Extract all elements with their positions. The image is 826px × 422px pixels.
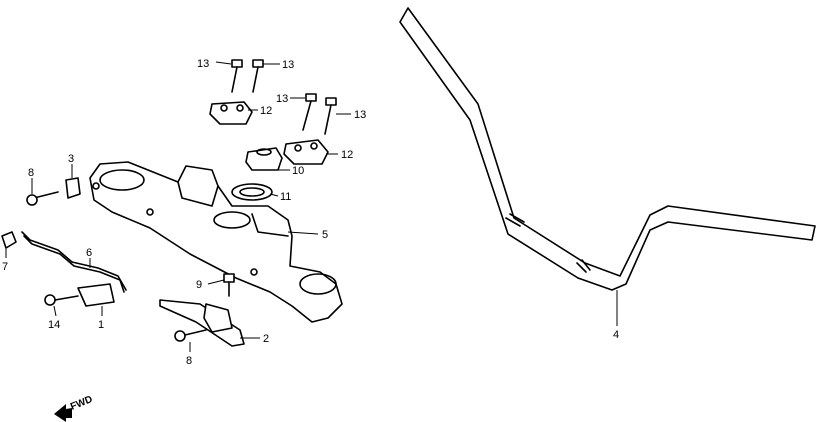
callout-3: 3: [68, 153, 74, 165]
top-bridge: [89, 161, 343, 323]
callout-labels: 13 13 12 13 13 12 10 11 5 8 3 7 6 9 14 1…: [2, 58, 619, 367]
bracket-1: [77, 283, 115, 307]
callout-13a: 13: [197, 58, 209, 70]
lower-holder: [245, 147, 283, 171]
callout-13b: 13: [282, 59, 294, 71]
callout-8b: 8: [186, 355, 192, 367]
callout-13c: 13: [276, 93, 288, 105]
handlebar: [399, 7, 816, 291]
clip-3: [65, 177, 81, 199]
callout-5: 5: [322, 229, 328, 241]
callout-12b: 12: [341, 149, 353, 161]
upper-holder-right: [283, 139, 329, 165]
bolt-13a: [231, 59, 243, 93]
bolt-13b: [252, 59, 264, 93]
washer: [231, 183, 273, 201]
callout-9: 9: [196, 279, 202, 291]
upper-holder-left: [209, 101, 253, 125]
bolt-14: [44, 294, 79, 306]
callout-7: 7: [2, 261, 8, 273]
plate-2: [159, 299, 245, 347]
callout-4: 4: [613, 329, 619, 341]
leader-lines: [5, 61, 618, 352]
callout-2: 2: [263, 333, 269, 345]
fwd-label: FWD: [69, 394, 94, 413]
bolt-8-left: [26, 191, 59, 206]
callout-1: 1: [98, 319, 104, 331]
screw-9: [223, 273, 235, 297]
callout-8a: 8: [28, 167, 34, 179]
callout-10: 10: [292, 165, 304, 177]
callout-11: 11: [280, 191, 291, 203]
callout-13d: 13: [354, 109, 366, 121]
callout-12a: 12: [260, 105, 272, 117]
wire-harness: [1, 231, 127, 293]
fwd-arrow: FWD: [54, 394, 94, 422]
callout-14: 14: [48, 319, 60, 331]
bolt-13d: [324, 97, 337, 135]
bolt-8-lower: [174, 329, 207, 342]
callout-6: 6: [86, 247, 92, 259]
bolt-13c: [302, 93, 317, 131]
